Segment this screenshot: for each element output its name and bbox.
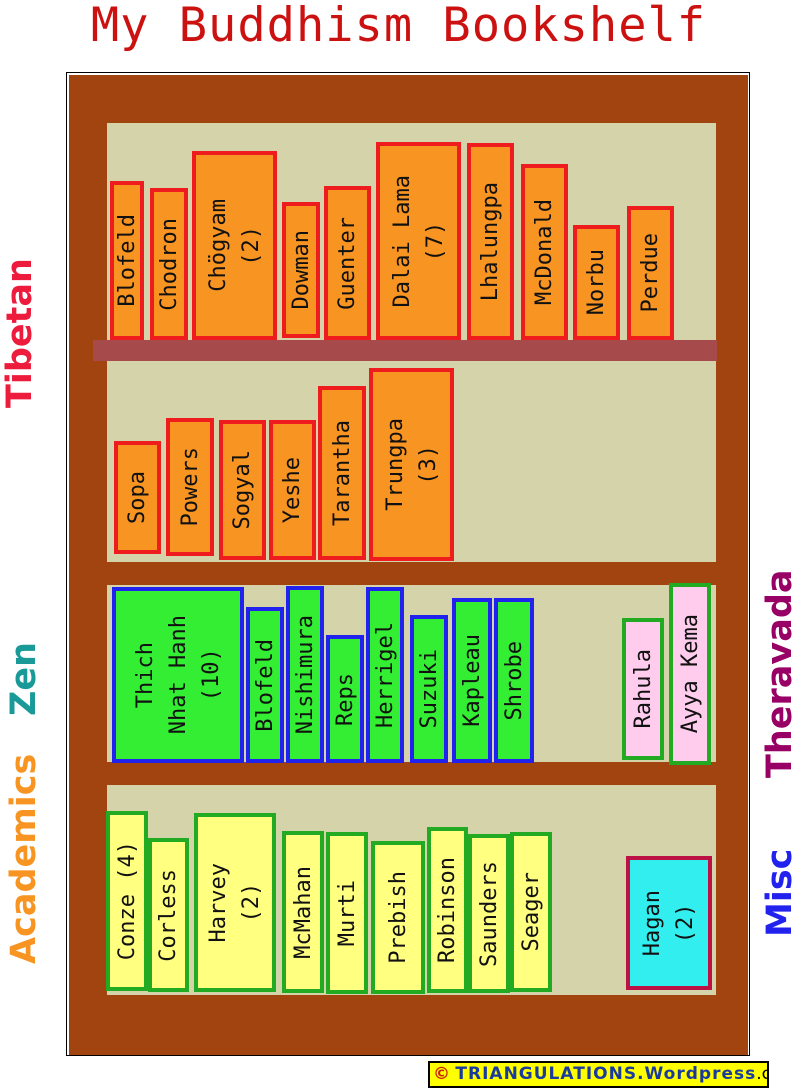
credit-domain: .Wordpress	[637, 1064, 757, 1084]
book[interactable]: Robinson	[427, 827, 468, 993]
book[interactable]: Prebish	[371, 841, 425, 994]
book[interactable]: Guenter	[324, 186, 371, 340]
book[interactable]: Chodron	[150, 188, 188, 340]
book[interactable]: McMahan	[282, 831, 324, 993]
book[interactable]: Powers	[166, 418, 214, 556]
credit-brand: TRIANGULATIONS	[455, 1064, 638, 1084]
book[interactable]: Suzuki	[410, 615, 448, 763]
copyright-symbol: ©	[433, 1064, 450, 1084]
credit-tld: .com	[756, 1064, 767, 1084]
book[interactable]: Reps	[326, 635, 364, 763]
book[interactable]: Rahula	[622, 618, 664, 760]
book[interactable]: Chögyam (2)	[192, 151, 277, 340]
book[interactable]: McDonald	[521, 164, 568, 340]
book[interactable]: Corless	[148, 838, 189, 992]
book[interactable]: Sopa	[114, 441, 161, 554]
book[interactable]: Blofeld	[110, 181, 144, 340]
book[interactable]: Seager	[510, 832, 552, 992]
book[interactable]: Kapleau	[452, 598, 492, 763]
book[interactable]: Lhalungpa	[467, 143, 514, 340]
book[interactable]: Saunders	[468, 834, 510, 993]
section-label-tibetan: Tibetan	[0, 258, 40, 408]
book[interactable]: Blofeld	[246, 607, 284, 763]
shelf-1-ledge	[93, 340, 717, 361]
book[interactable]: Dalai Lama (7)	[376, 142, 461, 340]
book[interactable]: Harvey (2)	[194, 813, 276, 992]
book[interactable]: Ayya Kema	[669, 583, 711, 765]
book[interactable]: Herrigel	[366, 587, 404, 763]
book[interactable]: Murti	[326, 832, 368, 994]
credit-badge[interactable]: © TRIANGULATIONS.Wordpress.com	[428, 1061, 769, 1088]
book[interactable]: Trungpa (3)	[369, 368, 454, 561]
book[interactable]: Hagan (2)	[626, 856, 712, 990]
section-label-academics: Academics	[4, 753, 44, 964]
book[interactable]: Thich Nhat Hanh (10)	[112, 587, 244, 763]
book[interactable]: Conze (4)	[106, 811, 148, 991]
section-label-misc: Misc	[760, 848, 797, 938]
book[interactable]: Dowman	[282, 202, 320, 338]
section-label-zen: Zen	[4, 641, 44, 716]
book[interactable]: Shrobe	[494, 598, 534, 763]
book[interactable]: Yeshe	[269, 420, 316, 560]
book[interactable]: Tarantha	[318, 386, 366, 560]
book[interactable]: Norbu	[573, 225, 620, 340]
book[interactable]: Nishimura	[286, 586, 324, 763]
book[interactable]: Sogyal	[219, 420, 266, 560]
page-title: My Buddhism Bookshelf	[90, 0, 707, 53]
section-label-theravada: Theravada	[760, 569, 797, 778]
book[interactable]: Perdue	[627, 206, 674, 340]
